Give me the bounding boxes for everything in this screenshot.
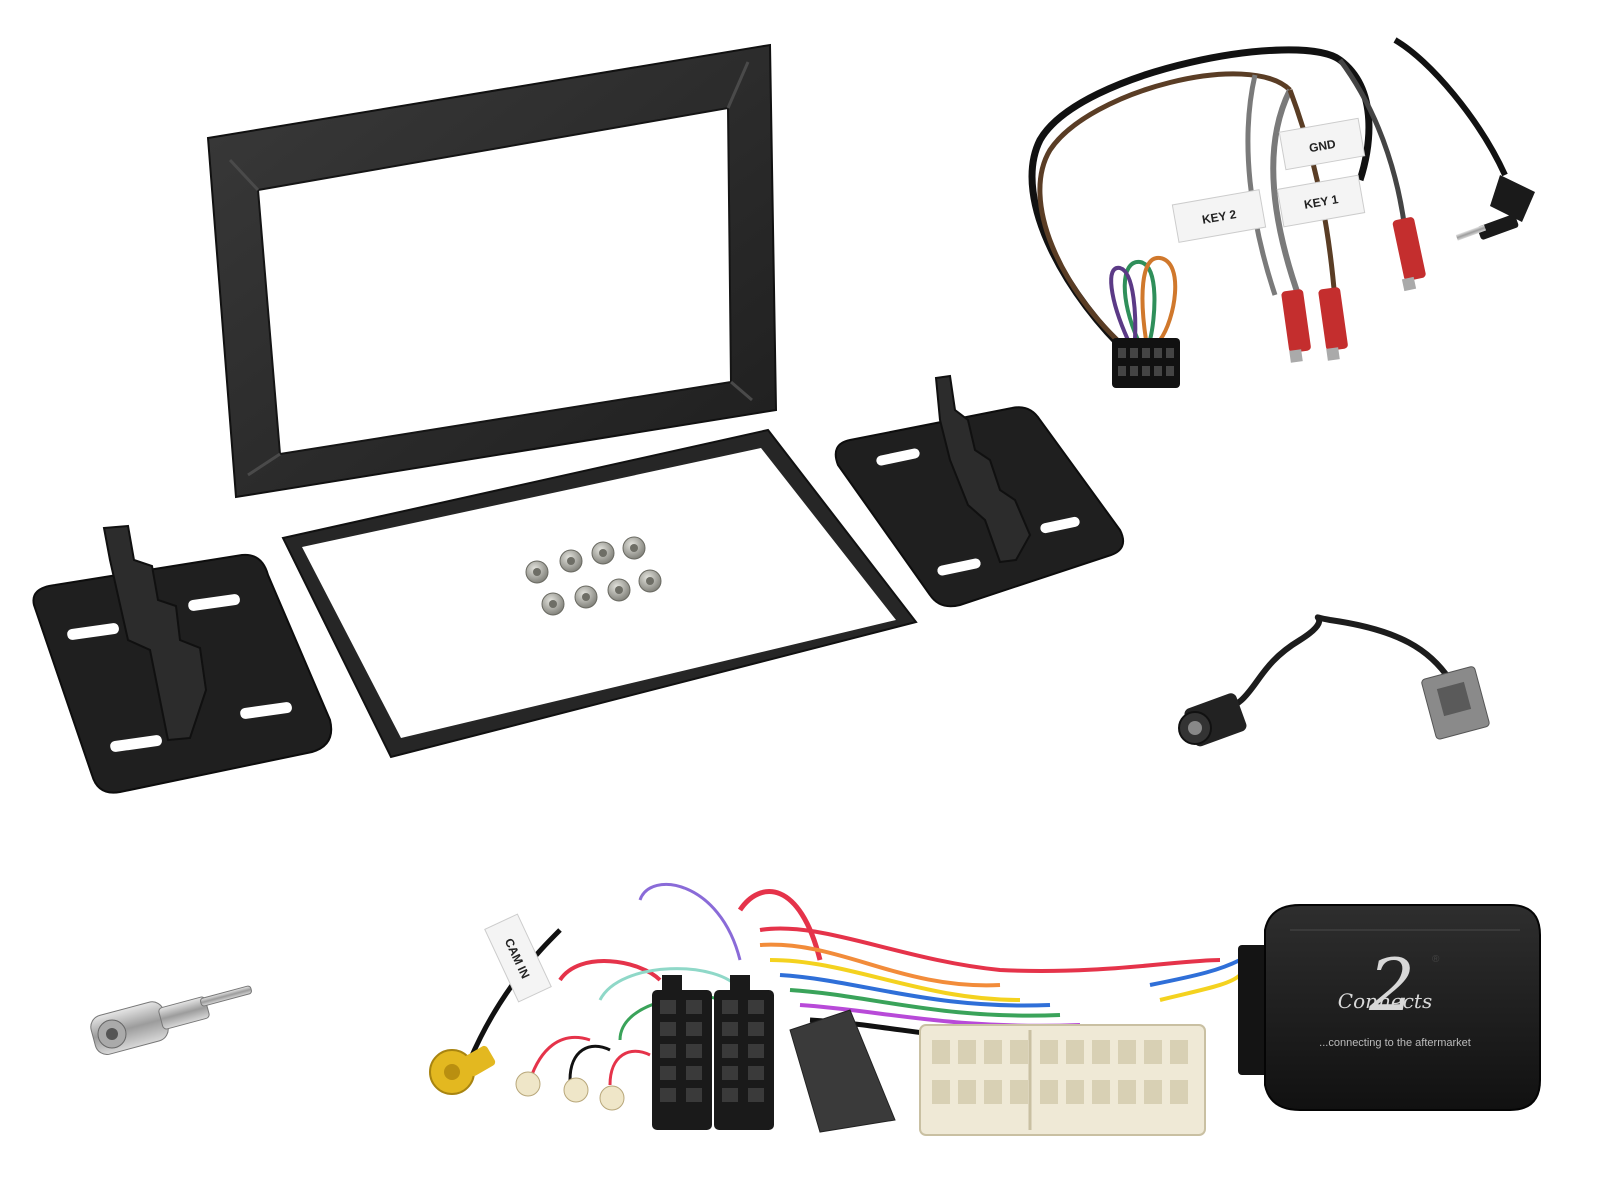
brand-logo: 2 Connects ® (1338, 943, 1440, 1027)
bullet-connector (563, 1077, 589, 1103)
iso-harness: CAM IN (429, 883, 1242, 1136)
screw-icon (574, 585, 598, 609)
svg-text:2: 2 (1368, 943, 1415, 1027)
red-plug (1281, 289, 1311, 363)
tag-key1: KEY 1 (1276, 174, 1366, 228)
screw-icon (607, 578, 631, 602)
tag-gnd: GND (1278, 117, 1366, 171)
din-antenna-plug (1178, 693, 1247, 747)
screw-icon (525, 560, 549, 584)
svg-text:KEY 1: KEY 1 (1303, 192, 1340, 212)
tag-cam-in: CAM IN (484, 913, 552, 1003)
screw-icon (559, 549, 583, 573)
svg-text:®: ® (1432, 954, 1440, 965)
antenna-plug-small (90, 985, 252, 1055)
oem-antenna-plug (1421, 666, 1490, 740)
tagline: ...connecting to the aftermarket (1319, 1037, 1471, 1049)
screw-set (525, 536, 662, 616)
screw-icon (591, 541, 615, 565)
bullet-connector (515, 1071, 541, 1097)
fascia-panel (206, 43, 778, 499)
trim-frame (281, 428, 918, 759)
antenna-adapter (1178, 614, 1490, 747)
vehicle-connector (919, 1024, 1206, 1136)
steering-control-harness: GND KEY 1 KEY 2 (1028, 37, 1535, 388)
screw-icon (638, 569, 662, 593)
iso-connector-left (652, 975, 712, 1130)
pin-connector (1112, 338, 1180, 388)
bracket-left (32, 524, 333, 794)
interface-box: 2 Connects ® ...connecting to the afterm… (1238, 904, 1541, 1111)
bracket-right (834, 374, 1124, 608)
screw-icon (541, 592, 565, 616)
tag-key2: KEY 2 (1171, 189, 1267, 243)
red-plug (1318, 287, 1348, 361)
svg-text:Connects: Connects (1338, 989, 1432, 1013)
svg-text:KEY 2: KEY 2 (1201, 207, 1238, 227)
rca-plug (429, 1045, 496, 1095)
screw-icon (622, 536, 646, 560)
bullet-connector (599, 1085, 625, 1111)
audio-jack (1455, 175, 1535, 241)
svg-text:GND: GND (1308, 137, 1337, 155)
iso-connector-right (714, 975, 774, 1130)
red-plug (1392, 217, 1426, 292)
